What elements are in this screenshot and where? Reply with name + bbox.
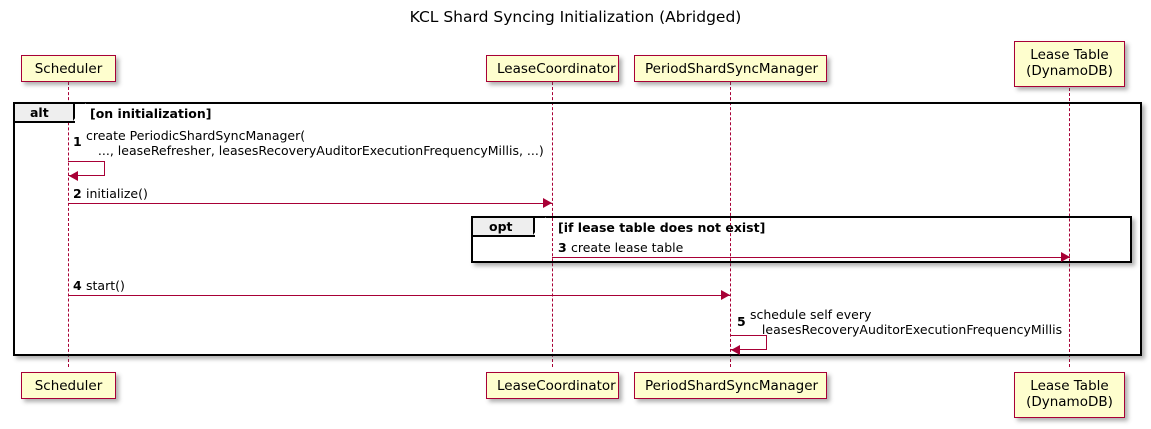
message-2-line [68,203,552,204]
fragment-alt [13,102,1142,356]
lifeline-lease-table [1069,88,1070,367]
message-1-text: create PeriodicShardSyncManager( ..., le… [86,128,544,158]
message-1-seq: 1 [73,134,82,149]
message-5-arrowhead [731,345,740,355]
message-1-selfcall-box [68,161,105,176]
lifeline-lease-coordinator [552,82,553,367]
message-2-seq: 2 [73,186,82,201]
participant-lease-table-top[interactable]: Lease Table (DynamoDB) [1014,41,1125,87]
message-4-line [68,295,730,296]
diagram-title: KCL Shard Syncing Initialization (Abridg… [409,8,742,26]
message-4-text: start() [86,278,125,293]
fragment-opt [471,216,1132,263]
fragment-alt-condition: [on initialization] [90,106,212,121]
participant-period-shard-sync-manager-bottom[interactable]: PeriodShardSyncManager [634,372,827,399]
message-3-line [552,257,1070,258]
participant-lease-table-bottom[interactable]: Lease Table (DynamoDB) [1014,372,1125,418]
fragment-alt-operator: alt [30,105,49,120]
message-2-arrowhead [543,198,552,208]
participant-lease-coordinator-top[interactable]: LeaseCoordinator [486,55,619,82]
message-3-arrowhead [1061,252,1070,262]
participant-lease-coordinator-bottom[interactable]: LeaseCoordinator [486,372,619,399]
fragment-opt-label-box [473,217,546,237]
fragment-opt-operator: opt [489,219,513,234]
fragment-opt-condition: [if lease table does not exist] [558,220,766,235]
message-1-arrowhead [69,171,78,181]
message-4-seq: 4 [73,278,82,293]
participant-period-shard-sync-manager-top[interactable]: PeriodShardSyncManager [634,55,827,82]
message-2-text: initialize() [86,186,148,201]
lifeline-scheduler [68,82,69,367]
message-3-seq: 3 [558,240,567,255]
message-5-selfcall-box [730,335,767,350]
message-5-text: schedule self every leasesRecoveryAudito… [750,307,1063,337]
lifeline-period-shard-sync-manager [730,82,731,367]
message-3-text: create lease table [571,240,684,255]
message-4-arrowhead [721,290,730,300]
participant-scheduler-bottom[interactable]: Scheduler [21,372,116,399]
fragment-alt-label-box [15,103,86,123]
participant-scheduler-top[interactable]: Scheduler [21,55,116,82]
message-5-seq: 5 [737,314,746,329]
